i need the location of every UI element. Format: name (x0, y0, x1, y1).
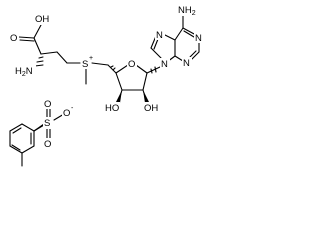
bond-c6-to-n1-a (182, 27, 197, 36)
atom-labels: OH O H2N S + NH2 N N N N O HO OH S O (9, 4, 204, 150)
bond-ring-inner-2 (11, 144, 21, 151)
label-o-minus: O (63, 108, 70, 119)
bond-cbeta-to-cgamma (56, 51, 68, 64)
molecule-diagram: OH O H2N S + NH2 N N N N O HO OH S O (0, 0, 209, 175)
bond-ring-inner-3 (12, 127, 22, 134)
wedge-c2-oh (143, 90, 149, 103)
bond-c1prime-to-c2prime (142, 72, 148, 91)
label-o-top: O (44, 99, 51, 110)
label-oh-acid: OH (35, 14, 49, 25)
bond-c4prime-to-o-ring (115, 64, 129, 74)
label-n7: N (156, 30, 163, 41)
hash-c4-ch2-1 (110, 65, 114, 68)
label-o-acid: O (10, 33, 17, 44)
label-n1: N (195, 33, 202, 44)
bond-c8-to-n7-b (153, 38, 159, 50)
bond-c-alpha-to-cbeta (40, 51, 58, 55)
label-o-bottom: O (44, 139, 51, 150)
hash-c1-n9-1 (150, 68, 153, 74)
label-s-tosyl: S (44, 118, 50, 129)
label-s-charge: + (89, 55, 93, 62)
bond-c1prime-to-n9 (146, 66, 161, 74)
bond-ring-4 (9, 145, 23, 154)
bond-c6-to-n1-b (183, 30, 195, 38)
bond-cooh-c-to-oh (33, 24, 42, 39)
bond-c-double-o-b (19, 39, 35, 42)
label-ho-left: HO (105, 103, 119, 114)
bond-c3prime-to-c4prime (115, 72, 123, 91)
hash-alpha-nh2-1 (38, 56, 44, 59)
bond-c-alpha-to-carboxyl (33, 37, 42, 55)
label-s-plus: S (82, 59, 88, 70)
label-n9: N (161, 59, 168, 70)
label-o-ring: O (128, 59, 135, 70)
bond-ch2-to-c4prime (107, 64, 117, 74)
hash-c4-ch2-2 (112, 67, 116, 71)
label-o-charge: - (71, 105, 74, 112)
label-oh-right: OH (144, 103, 158, 114)
label-n3: N (183, 58, 190, 69)
hash-alpha-nh2-3 (34, 64, 44, 67)
stereo-bonds (34, 56, 157, 103)
bond-n3-to-c4 (174, 55, 184, 62)
bond-ring-6 (9, 123, 23, 132)
bond-sulfur-to-ch2 (91, 62, 109, 66)
label-h2n: H2N (15, 66, 33, 78)
bond-c-double-o-a (18, 36, 35, 39)
bond-c5-to-c6 (174, 27, 184, 41)
bond-c2-to-n3-a (190, 51, 200, 61)
bond-ring-7 (21, 123, 35, 132)
hash-c1-n9-2 (154, 66, 157, 73)
bond-ring-3 (21, 145, 35, 154)
bond-c2-to-n3-b (189, 50, 197, 58)
bond-ring-to-sulfur (33, 124, 45, 132)
wedge-c3-oh (116, 90, 122, 103)
bonds (9, 14, 200, 167)
hash-alpha-nh2-2 (36, 60, 44, 63)
bond-o-ring-to-c1prime (135, 64, 148, 74)
structure-svg: OH O H2N S + NH2 N N N N O HO OH S O (9, 4, 204, 167)
label-nh2: NH2 (178, 5, 196, 17)
